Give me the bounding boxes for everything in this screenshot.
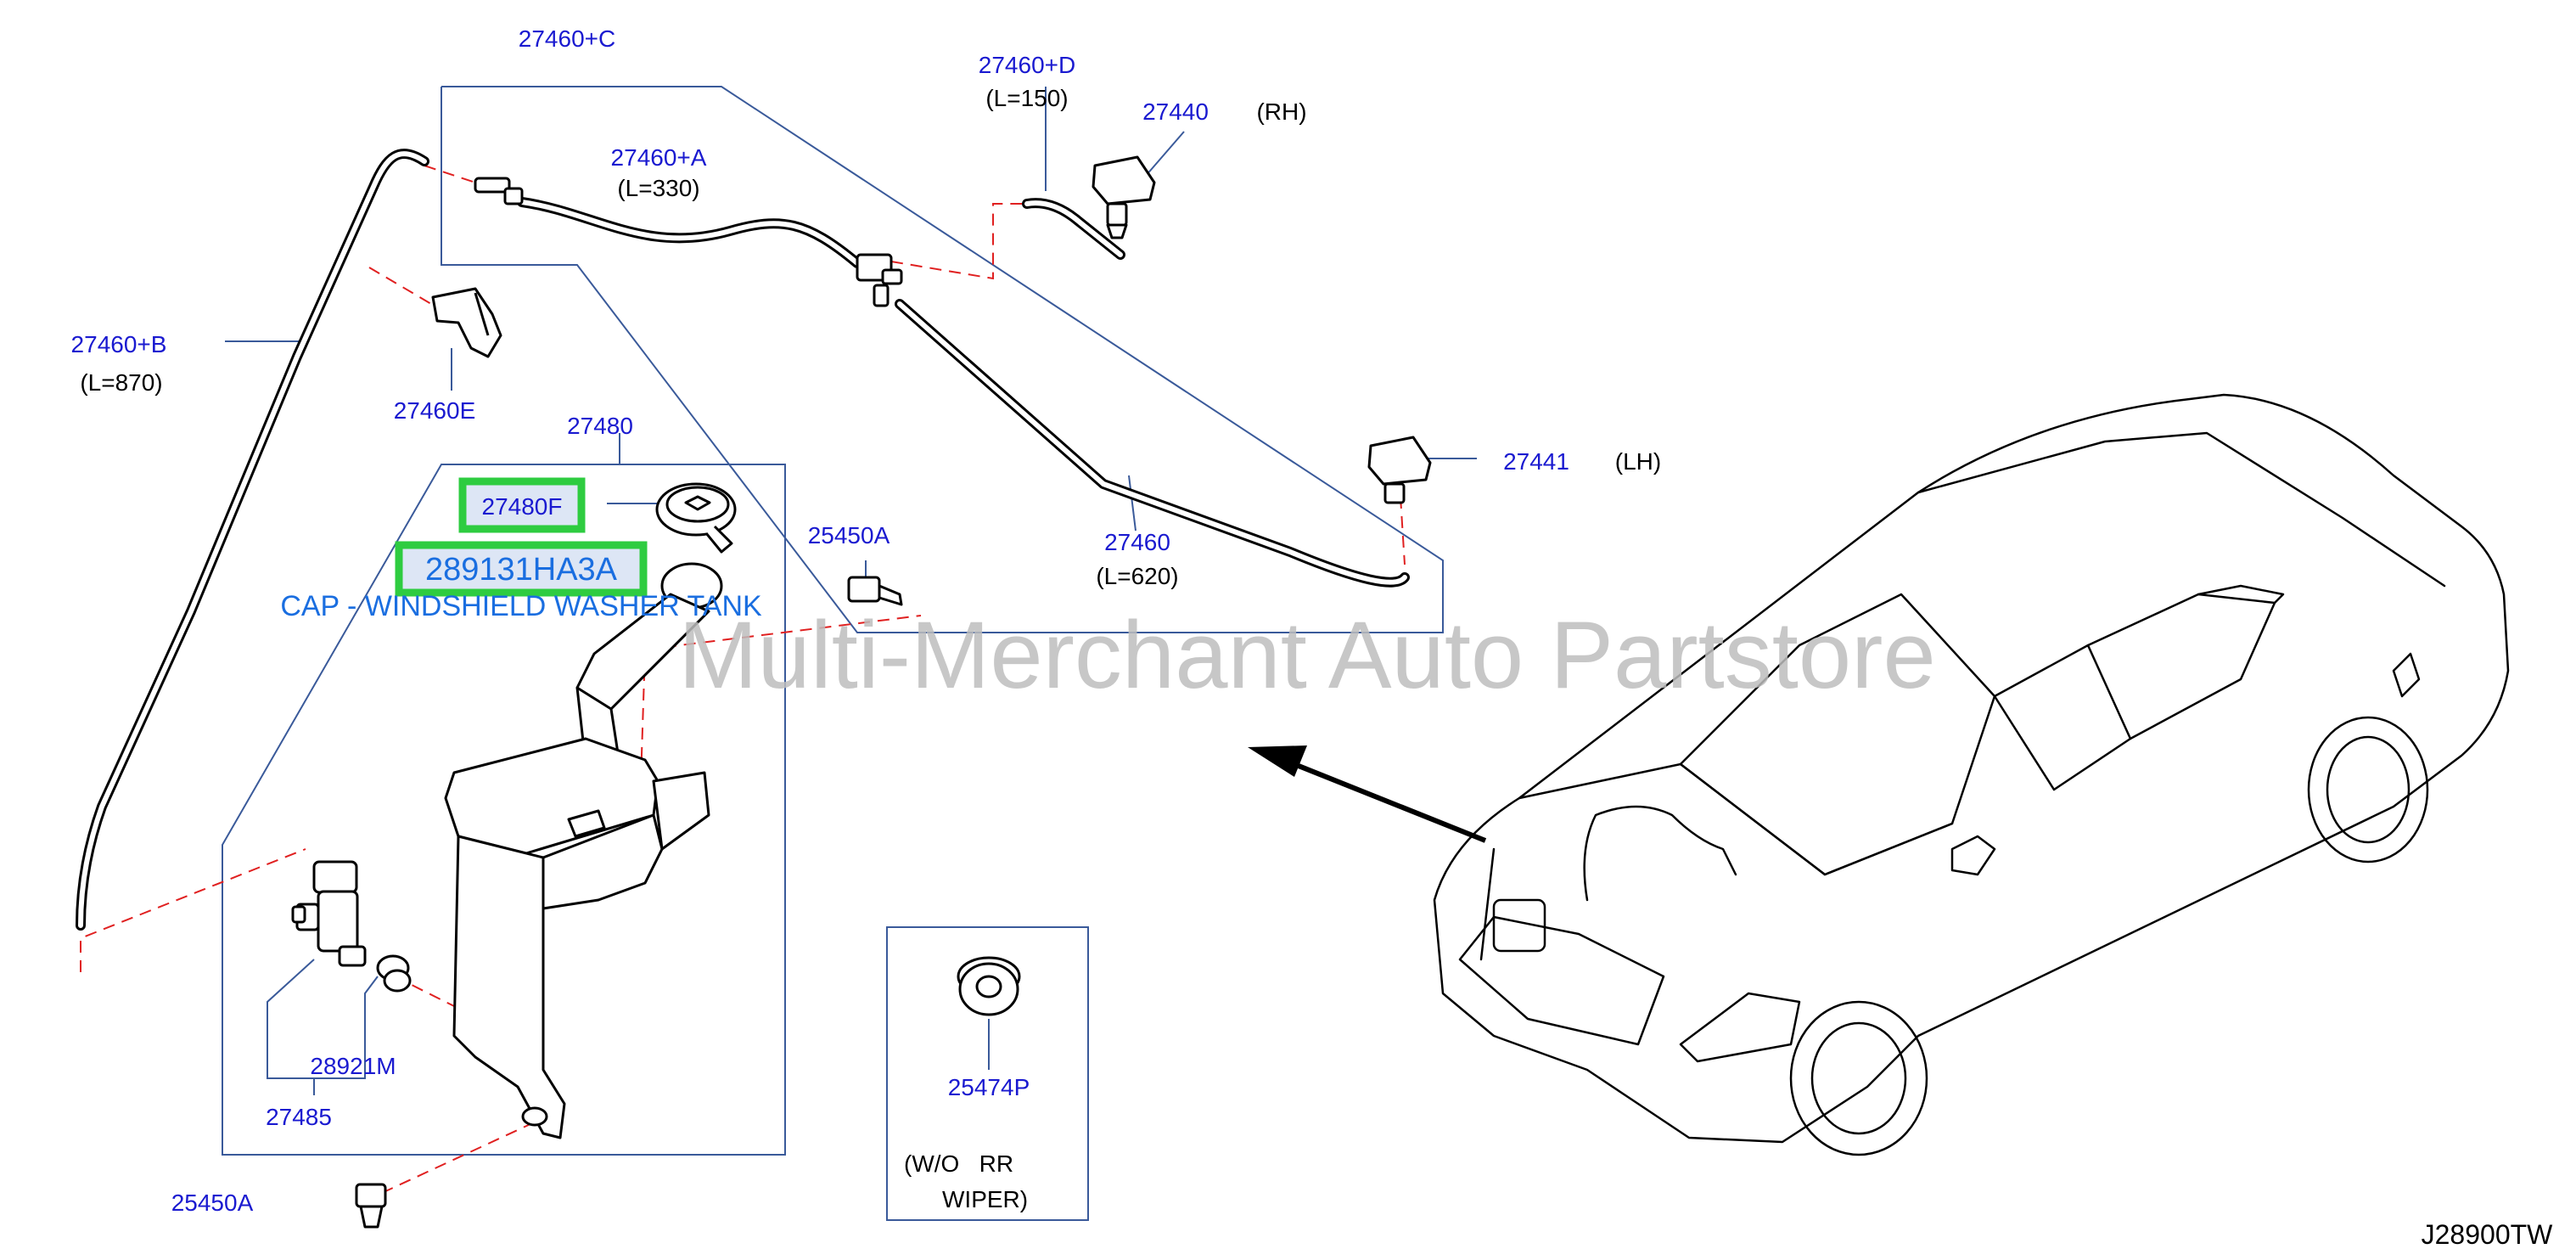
part-label-27460e[interactable]: 27460E bbox=[394, 397, 476, 424]
watermark-text: Multi-Merchant Auto Partstore bbox=[678, 602, 1935, 708]
group-outline-grommet bbox=[886, 926, 1089, 1221]
part-description-cap: CAP - WINDSHIELD WASHER TANK bbox=[280, 590, 762, 622]
highlight-box-27480f bbox=[463, 481, 581, 529]
part-label-289131ha3a[interactable]: 289131HA3A bbox=[425, 552, 618, 588]
connector-icon bbox=[474, 177, 524, 205]
bolt-bottom-icon bbox=[355, 1183, 387, 1229]
pump-grommet-icon bbox=[376, 954, 412, 993]
washer-hoses bbox=[76, 149, 1410, 931]
leader-lines bbox=[225, 87, 1477, 1095]
group-outline-hoses bbox=[441, 86, 1444, 633]
part-label-27441[interactable]: 27441 bbox=[1503, 448, 1569, 475]
part-label-25474p[interactable]: 25474P bbox=[948, 1074, 1030, 1100]
t-joint-icon bbox=[856, 253, 903, 307]
part-label-27485[interactable]: 27485 bbox=[266, 1104, 332, 1130]
washer-nozzle-lh-icon bbox=[1367, 436, 1432, 504]
part-label-27480f[interactable]: 27480F bbox=[482, 493, 563, 520]
side-label-lh: (LH) bbox=[1615, 448, 1661, 475]
bolt-top-icon bbox=[847, 576, 903, 606]
washer-pump-icon bbox=[291, 860, 367, 967]
part-label-28921m[interactable]: 28921M bbox=[310, 1053, 396, 1079]
part-label-27460b[interactable]: 27460+B bbox=[71, 331, 167, 357]
length-label-27460d: (L=150) bbox=[985, 85, 1068, 111]
part-label-27480[interactable]: 27480 bbox=[567, 413, 633, 439]
highlight-box-289131ha3a bbox=[399, 545, 643, 593]
location-arrow bbox=[1248, 745, 1487, 843]
part-label-27440[interactable]: 27440 bbox=[1142, 98, 1209, 125]
length-label-27460b: (L=870) bbox=[80, 369, 162, 396]
part-label-27460[interactable]: 27460 bbox=[1104, 529, 1170, 555]
diagram-code: J28900TW bbox=[2422, 1219, 2554, 1250]
vehicle-outline bbox=[1433, 393, 2510, 1156]
part-label-27460c[interactable]: 27460+C bbox=[519, 25, 615, 52]
washer-tank-icon bbox=[444, 562, 723, 1139]
part-label-25450a-bottom[interactable]: 25450A bbox=[171, 1190, 254, 1216]
grommet-icon bbox=[957, 956, 1021, 1016]
washer-nozzle-rh-icon bbox=[1092, 155, 1156, 239]
note-wo-rr-wiper-line1: (W/O RR bbox=[904, 1150, 1013, 1177]
side-label-rh: (RH) bbox=[1256, 98, 1306, 125]
note-wo-rr-wiper-line2: WIPER) bbox=[942, 1186, 1028, 1212]
group-outline-tank bbox=[222, 464, 786, 1156]
part-label-27460d[interactable]: 27460+D bbox=[979, 52, 1075, 78]
length-label-27460: (L=620) bbox=[1096, 563, 1178, 589]
part-label-25450a-top[interactable]: 25450A bbox=[808, 522, 890, 548]
tank-cap-icon bbox=[655, 482, 737, 554]
hose-clip-icon bbox=[431, 287, 502, 358]
length-label-27460a: (L=330) bbox=[617, 175, 699, 201]
part-label-27460a[interactable]: 27460+A bbox=[611, 144, 707, 171]
